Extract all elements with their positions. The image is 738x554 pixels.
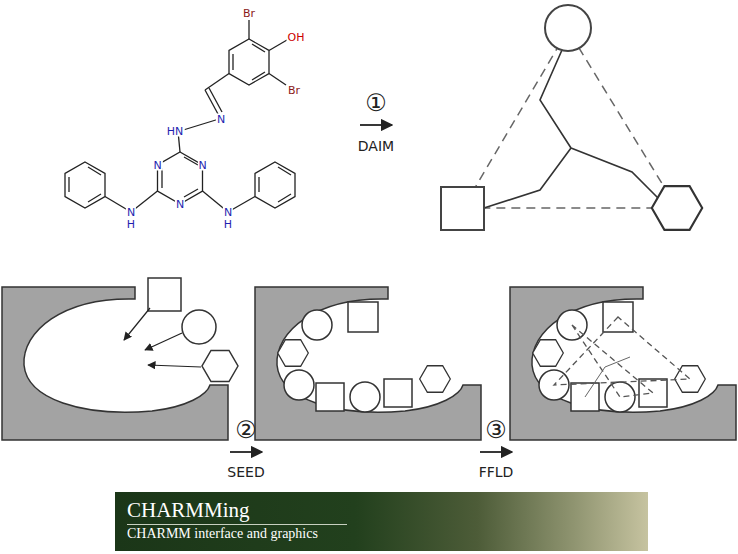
atom-label: H bbox=[223, 219, 233, 230]
atom-label: Br bbox=[287, 85, 301, 96]
atom-label: N bbox=[216, 114, 226, 125]
callout-number: ① bbox=[364, 91, 388, 115]
atom-label: N bbox=[175, 199, 185, 210]
atom-label: OH bbox=[287, 32, 306, 43]
atom-label: N bbox=[152, 160, 162, 171]
banner-title: CHARMMing bbox=[127, 498, 347, 525]
title-banner: CHARMMingCHARMM interface and graphics bbox=[115, 492, 648, 551]
atom-label: Br bbox=[242, 8, 256, 19]
atom-label: N bbox=[223, 207, 233, 218]
step-label: FFLD bbox=[478, 465, 515, 479]
atom-label: N bbox=[126, 207, 136, 218]
callout-number: ③ bbox=[484, 418, 508, 442]
step-label: SEED bbox=[226, 465, 265, 479]
banner-subtitle: CHARMM interface and graphics bbox=[127, 525, 318, 543]
step-label: DAIM bbox=[357, 139, 395, 153]
atom-label: H bbox=[126, 219, 136, 230]
atom-label: N bbox=[197, 160, 207, 171]
callout-number: ② bbox=[234, 418, 258, 442]
atom-label: HN bbox=[166, 126, 185, 137]
